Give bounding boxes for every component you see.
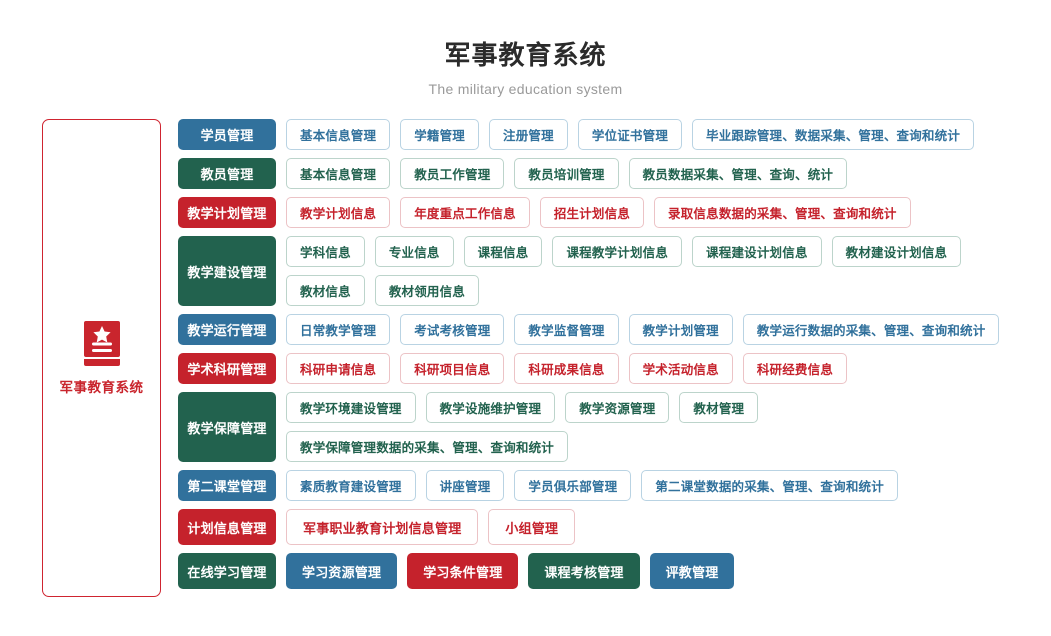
module-item-button[interactable]: 教材信息: [286, 275, 365, 307]
module-row: 第二课堂管理素质教育建设管理讲座管理学员俱乐部管理第二课堂数据的采集、管理、查询…: [178, 470, 1041, 502]
module-item-group: 日常教学管理考试考核管理教学监督管理教学计划管理教学运行数据的采集、管理、查询和…: [286, 314, 1041, 346]
module-item-button[interactable]: 第二课堂数据的采集、管理、查询和统计: [641, 470, 898, 502]
page-content: 军事教育系统 学员管理基本信息管理学籍管理注册管理学位证书管理毕业跟踪管理、数据…: [0, 97, 1051, 598]
module-item-button[interactable]: 小组管理: [488, 509, 576, 546]
module-item-button[interactable]: 学习资源管理: [286, 553, 398, 590]
module-item-button[interactable]: 教员培训管理: [514, 158, 619, 190]
category-button[interactable]: 教学计划管理: [178, 197, 276, 229]
module-row: 教学建设管理学科信息专业信息课程信息课程教学计划信息课程建设计划信息教材建设计划…: [178, 236, 1041, 307]
book-star-icon: [83, 320, 120, 366]
module-item-button[interactable]: 学位证书管理: [577, 119, 683, 151]
module-item-button[interactable]: 招生计划信息: [539, 197, 645, 229]
module-item-button[interactable]: 年度重点工作信息: [400, 197, 530, 229]
module-item-button[interactable]: 讲座管理: [425, 470, 505, 502]
module-item-group: 基本信息管理学籍管理注册管理学位证书管理毕业跟踪管理、数据采集、管理、查询和统计: [286, 119, 1041, 151]
module-rows: 学员管理基本信息管理学籍管理注册管理学位证书管理毕业跟踪管理、数据采集、管理、查…: [178, 119, 1051, 597]
module-row: 教学计划管理教学计划信息年度重点工作信息招生计划信息录取信息数据的采集、管理、查…: [178, 197, 1041, 229]
module-item-group: 学科信息专业信息课程信息课程教学计划信息课程建设计划信息教材建设计划信息教材信息…: [286, 236, 1041, 307]
system-brand-label: 军事教育系统: [59, 379, 144, 395]
module-item-group: 素质教育建设管理讲座管理学员俱乐部管理第二课堂数据的采集、管理、查询和统计: [286, 470, 1041, 502]
module-item-button[interactable]: 课程考核管理: [528, 553, 640, 590]
module-item-group: 教学环境建设管理教学设施维护管理教学资源管理教材管理教学保障管理数据的采集、管理…: [286, 392, 1041, 463]
category-button[interactable]: 教员管理: [178, 158, 276, 190]
module-item-button[interactable]: 毕业跟踪管理、数据采集、管理、查询和统计: [692, 119, 975, 151]
module-item-button[interactable]: 日常教学管理: [286, 314, 391, 346]
category-button[interactable]: 教学建设管理: [178, 236, 276, 307]
category-button[interactable]: 学员管理: [178, 119, 276, 151]
category-button[interactable]: 计划信息管理: [178, 509, 276, 546]
module-item-button[interactable]: 素质教育建设管理: [286, 470, 416, 502]
module-item-button[interactable]: 教学设施维护管理: [425, 392, 556, 424]
page-title: 军事教育系统: [444, 40, 607, 70]
module-item-button[interactable]: 录取信息数据的采集、管理、查询和统计: [654, 197, 911, 229]
module-item-button[interactable]: 基本信息管理: [286, 158, 391, 190]
system-brand-panel[interactable]: 军事教育系统: [42, 119, 161, 598]
module-item-button[interactable]: 学术活动信息: [628, 353, 733, 385]
module-item-button[interactable]: 课程教学计划信息: [552, 236, 683, 268]
page-header: 军事教育系统 The military education system: [0, 0, 1051, 97]
module-item-button[interactable]: 教材建设计划信息: [831, 236, 962, 268]
module-item-button[interactable]: 教员数据采集、管理、查询、统计: [628, 158, 848, 190]
module-item-button[interactable]: 学科信息: [286, 236, 365, 268]
module-item-button[interactable]: 教学资源管理: [565, 392, 670, 424]
module-row: 学术科研管理科研申请信息科研项目信息科研成果信息学术活动信息科研经费信息: [178, 353, 1041, 385]
module-item-group: 学习资源管理学习条件管理课程考核管理评教管理: [286, 553, 1041, 590]
module-item-button[interactable]: 教材领用信息: [374, 275, 480, 307]
module-item-button[interactable]: 教学保障管理数据的采集、管理、查询和统计: [286, 431, 569, 463]
module-item-button[interactable]: 教学监督管理: [514, 314, 619, 346]
module-row: 教学运行管理日常教学管理考试考核管理教学监督管理教学计划管理教学运行数据的采集、…: [178, 314, 1041, 346]
module-item-button[interactable]: 注册管理: [489, 119, 568, 151]
module-row: 学员管理基本信息管理学籍管理注册管理学位证书管理毕业跟踪管理、数据采集、管理、查…: [178, 119, 1041, 151]
module-item-button[interactable]: 教学计划管理: [628, 314, 733, 346]
module-item-button[interactable]: 科研成果信息: [514, 353, 619, 385]
module-item-button[interactable]: 课程建设计划信息: [692, 236, 822, 268]
module-item-button[interactable]: 评教管理: [649, 553, 735, 590]
module-item-button[interactable]: 科研项目信息: [400, 353, 505, 385]
module-item-button[interactable]: 课程信息: [463, 236, 543, 268]
module-item-button[interactable]: 专业信息: [374, 236, 454, 268]
module-item-button[interactable]: 学员俱乐部管理: [514, 470, 632, 502]
module-row: 计划信息管理军事职业教育计划信息管理小组管理: [178, 509, 1041, 546]
module-item-group: 基本信息管理教员工作管理教员培训管理教员数据采集、管理、查询、统计: [286, 158, 1041, 190]
module-item-button[interactable]: 学习条件管理: [407, 553, 519, 590]
module-item-button[interactable]: 教学环境建设管理: [286, 392, 416, 424]
module-item-button[interactable]: 教材管理: [679, 392, 759, 424]
module-item-group: 科研申请信息科研项目信息科研成果信息学术活动信息科研经费信息: [286, 353, 1041, 385]
category-button[interactable]: 教学保障管理: [178, 392, 276, 463]
module-item-button[interactable]: 军事职业教育计划信息管理: [286, 509, 479, 546]
module-item-button[interactable]: 基本信息管理: [286, 119, 391, 151]
category-button[interactable]: 第二课堂管理: [178, 470, 276, 502]
category-button[interactable]: 教学运行管理: [178, 314, 276, 346]
module-item-button[interactable]: 科研申请信息: [286, 353, 391, 385]
module-row: 教员管理基本信息管理教员工作管理教员培训管理教员数据采集、管理、查询、统计: [178, 158, 1041, 190]
module-item-group: 教学计划信息年度重点工作信息招生计划信息录取信息数据的采集、管理、查询和统计: [286, 197, 1041, 229]
module-item-button[interactable]: 考试考核管理: [400, 314, 505, 346]
module-item-button[interactable]: 教学计划信息: [286, 197, 391, 229]
module-item-button[interactable]: 学籍管理: [400, 119, 480, 151]
module-row: 在线学习管理学习资源管理学习条件管理课程考核管理评教管理: [178, 553, 1041, 590]
category-button[interactable]: 学术科研管理: [178, 353, 276, 385]
module-item-button[interactable]: 教学运行数据的采集、管理、查询和统计: [742, 314, 1000, 346]
page-subtitle: The military education system: [428, 81, 623, 98]
module-row: 教学保障管理教学环境建设管理教学设施维护管理教学资源管理教材管理教学保障管理数据…: [178, 392, 1041, 463]
category-button[interactable]: 在线学习管理: [178, 553, 276, 590]
module-item-button[interactable]: 科研经费信息: [742, 353, 848, 385]
module-item-button[interactable]: 教员工作管理: [400, 158, 505, 190]
module-item-group: 军事职业教育计划信息管理小组管理: [286, 509, 1041, 546]
